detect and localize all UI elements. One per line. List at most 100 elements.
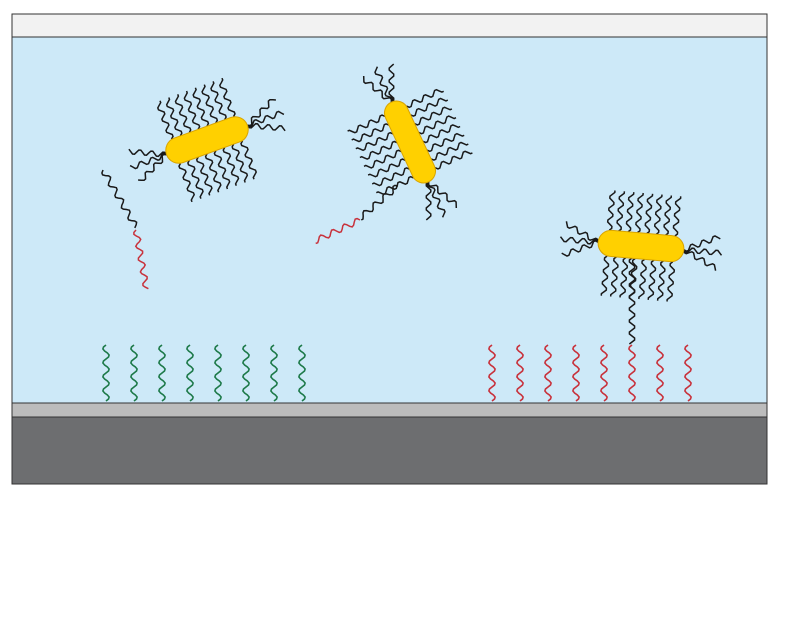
cell-strand — [672, 196, 682, 237]
complementary-strand — [102, 344, 110, 402]
bacterium-body — [165, 116, 249, 164]
cell-strand — [644, 193, 654, 235]
complementary-strand — [186, 344, 194, 402]
cell-strand — [388, 63, 395, 103]
cell-strand — [656, 260, 666, 301]
complementary-strand — [214, 344, 222, 402]
cell-strand — [178, 163, 196, 203]
cell-strand — [638, 258, 647, 300]
surface-strands — [102, 344, 692, 402]
cell-surface-strands — [347, 63, 473, 221]
cell-strand — [619, 257, 629, 298]
cell-strand — [246, 122, 286, 132]
cell-strand — [635, 192, 644, 234]
noncomplementary-strand — [133, 229, 149, 290]
cell-strand — [371, 167, 410, 187]
cell-strand — [600, 255, 610, 296]
rod-bacterium-icon — [559, 190, 723, 345]
cell-strand — [367, 158, 406, 178]
cell-strand — [430, 141, 469, 161]
cell-strand — [101, 169, 138, 229]
cell-strand — [360, 184, 399, 221]
cell-strand — [559, 236, 599, 245]
cell-strand — [231, 143, 249, 183]
cell-strand — [606, 190, 616, 231]
noncomplementary-strand — [684, 344, 692, 402]
cell-strand — [351, 123, 390, 143]
cell-strand — [222, 147, 240, 186]
cell-strand — [129, 152, 167, 170]
cell-strand — [187, 159, 204, 199]
cell-strand — [156, 100, 174, 140]
cell-strand — [565, 221, 599, 243]
cell-strand — [195, 156, 213, 196]
cell-strand — [609, 256, 619, 297]
cell-strand — [422, 124, 461, 144]
noncomplementary-strand — [628, 344, 636, 402]
surface-coating — [11, 402, 768, 418]
cell-strand — [653, 194, 663, 235]
complementary-strand — [242, 344, 250, 402]
cell-strand — [647, 259, 657, 300]
chamber-lid — [11, 13, 768, 38]
noncomplementary-strand — [544, 344, 552, 402]
cell-strand — [616, 191, 626, 232]
bacterium-body — [383, 100, 437, 184]
noncomplementary-strand — [516, 344, 524, 402]
hybridizing-strand — [628, 257, 636, 345]
cell-strand — [625, 192, 635, 233]
noncomplementary-strand — [572, 344, 580, 402]
complementary-strand — [298, 344, 306, 402]
cell-strand — [410, 97, 449, 117]
cell-strand — [165, 97, 183, 137]
rod-bacterium-icon — [128, 77, 286, 203]
substrate-base — [11, 416, 768, 485]
complementary-strand — [270, 344, 278, 402]
cell-strand — [418, 115, 457, 135]
cell-strand — [434, 150, 473, 170]
noncomplementary-strand — [600, 344, 608, 402]
cell-strand — [561, 239, 599, 257]
cell-strand — [128, 148, 168, 158]
bacteria-layer — [101, 63, 723, 345]
complementary-strand — [158, 344, 166, 402]
cell-strand — [240, 140, 258, 180]
complementary-strand — [130, 344, 138, 402]
cell-strand — [683, 235, 721, 253]
cell-surface-strands — [559, 190, 723, 302]
cell-strand — [213, 150, 231, 190]
cell-strand — [663, 195, 673, 236]
cell-strand — [183, 90, 201, 130]
cell-strand — [218, 77, 236, 117]
rod-bacterium-icon — [347, 63, 473, 221]
cell-strand — [414, 106, 453, 126]
cell-strand — [174, 94, 192, 133]
cell-strand — [192, 87, 210, 127]
cell-surface-strands — [128, 77, 286, 203]
noncomplementary-strand — [315, 217, 361, 245]
cell-strand — [363, 149, 402, 169]
cell-strand — [247, 110, 285, 128]
cell-strand — [666, 261, 676, 302]
cell-strand — [425, 181, 432, 221]
cell-strand — [138, 153, 167, 182]
cell-strand — [374, 66, 394, 103]
cell-strand — [355, 131, 394, 152]
cell-strand — [427, 181, 458, 209]
cell-strand — [247, 98, 276, 127]
cell-strand — [406, 88, 445, 109]
noncomplementary-strand — [488, 344, 496, 402]
cell-strand — [683, 249, 717, 271]
cell-strand — [204, 153, 222, 193]
cell-strand — [347, 114, 386, 134]
noncomplementary-strand — [656, 344, 664, 402]
cell-strand — [683, 247, 723, 256]
cell-strand — [210, 81, 227, 121]
cell-strand — [359, 140, 398, 160]
cell-strand — [426, 181, 446, 218]
bacterium-body — [597, 229, 685, 263]
cell-strand — [201, 84, 219, 124]
cell-strand — [362, 75, 393, 103]
cell-strand — [426, 132, 465, 153]
